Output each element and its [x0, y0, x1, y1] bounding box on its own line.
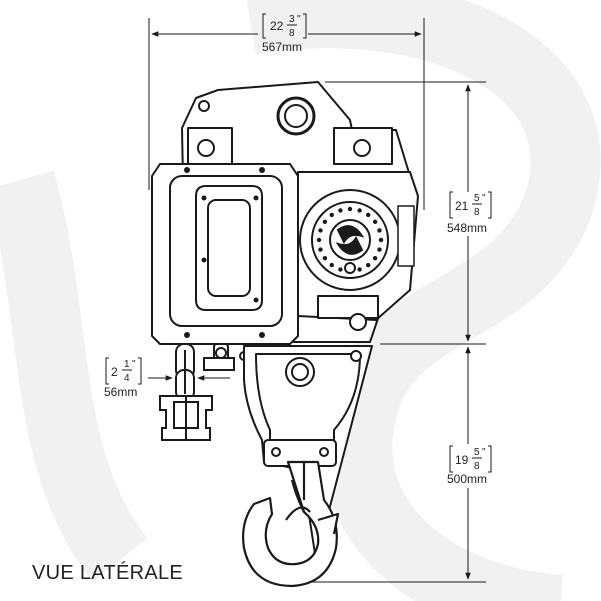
motor-bolt	[347, 206, 353, 212]
svg-text:1: 1	[124, 359, 130, 370]
motor-bolt	[377, 228, 382, 233]
motor-bolt	[338, 267, 343, 272]
svg-text:548mm: 548mm	[447, 221, 487, 235]
motor-bolt	[372, 219, 378, 224]
svg-text:4: 4	[124, 373, 130, 384]
motor-bolt	[378, 237, 384, 243]
dimension-lines	[148, 18, 486, 583]
motor-bolt	[372, 256, 378, 261]
svg-text:21: 21	[455, 199, 469, 213]
motor-bolt	[318, 247, 323, 252]
svg-text:19: 19	[455, 453, 469, 467]
motor-bolt	[329, 262, 334, 268]
lifting-hook	[242, 460, 340, 588]
dim-body-height: 21 5 8 " 548mm	[447, 191, 492, 235]
svg-text:22: 22	[270, 19, 284, 33]
motor-bolt	[322, 256, 328, 261]
dim-chain-width: 2 1 4 " 56mm	[104, 357, 142, 399]
motor-bolt	[357, 267, 362, 272]
svg-text:3: 3	[289, 14, 295, 25]
svg-text:8: 8	[289, 28, 295, 39]
load-chain	[159, 343, 213, 441]
motor-bolt	[318, 228, 323, 233]
svg-text:": "	[482, 193, 486, 204]
svg-text:8: 8	[474, 207, 480, 218]
motor-emblem	[329, 219, 371, 274]
svg-text:2: 2	[111, 365, 118, 379]
motor-bolt	[329, 212, 334, 218]
motor-bolt	[357, 208, 362, 213]
svg-text:8: 8	[474, 461, 480, 472]
motor-bolt	[322, 219, 328, 224]
motor-bolt	[366, 212, 371, 218]
svg-text:56mm: 56mm	[104, 385, 137, 399]
motor-bolt	[338, 208, 343, 213]
hoist-body	[151, 81, 419, 345]
svg-text:": "	[132, 359, 136, 370]
chain-guide	[203, 343, 249, 371]
svg-text:5: 5	[474, 447, 480, 458]
svg-text:": "	[297, 14, 301, 25]
motor-bolt	[366, 262, 371, 268]
dim-hook-height: 19 5 8 " 500mm	[447, 445, 492, 486]
svg-text:500mm: 500mm	[447, 472, 487, 486]
view-caption: VUE LATÉRALE	[32, 562, 184, 584]
motor-bolt	[316, 237, 322, 243]
svg-text:5: 5	[474, 193, 480, 204]
motor-bolt	[377, 247, 382, 252]
hook-block	[243, 345, 373, 561]
dim-overall-width: 22 3 8 " 567mm	[262, 13, 307, 54]
svg-text:": "	[482, 447, 486, 458]
svg-text:567mm: 567mm	[262, 40, 302, 54]
housing-screws	[184, 167, 265, 338]
